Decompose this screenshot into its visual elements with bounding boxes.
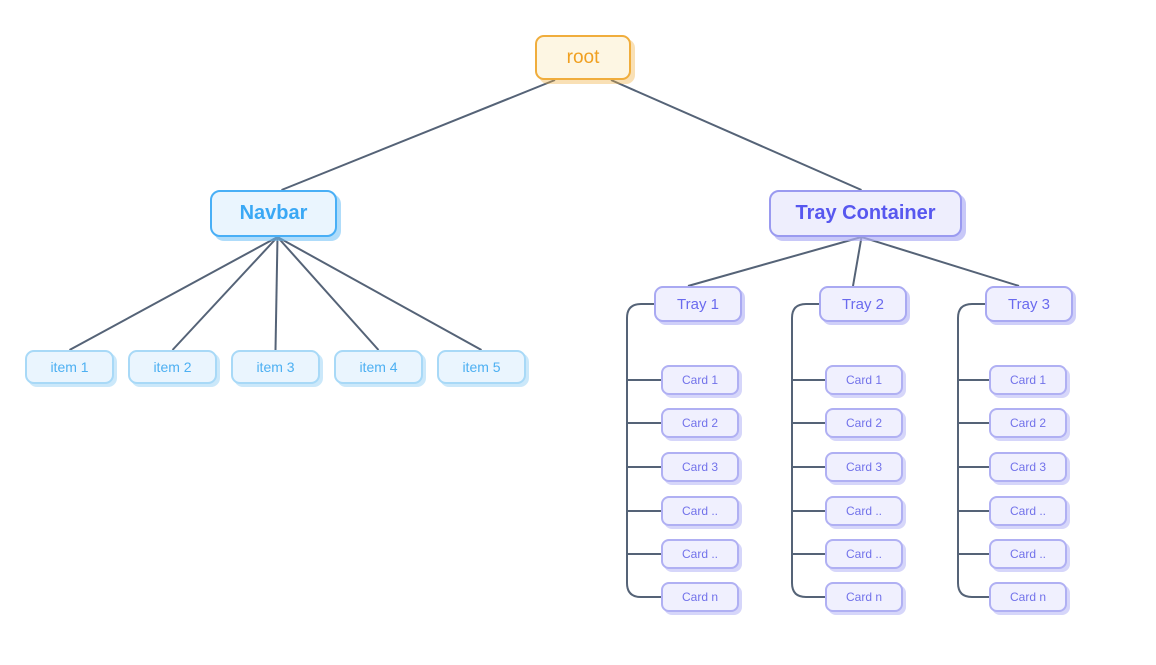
node-tray-3-card-6[interactable]: Card n: [989, 582, 1067, 612]
edge-navbar-to-item-3: [274, 236, 279, 351]
node-navbar-item-3[interactable]: item 3: [231, 350, 320, 384]
node-tray-1-card-3[interactable]: Card 3: [661, 452, 739, 482]
node-tray-1[interactable]: Tray 1: [654, 286, 742, 322]
node-tray-2[interactable]: Tray 2: [819, 286, 907, 322]
node-tray-2-card-1[interactable]: Card 1: [825, 365, 903, 395]
node-tray-2-card-4[interactable]: Card ..: [825, 496, 903, 526]
node-tray-3-card-3[interactable]: Card 3: [989, 452, 1067, 482]
edge-navbar-to-item-4: [276, 236, 380, 351]
node-tray-2-card-3[interactable]: Card 3: [825, 452, 903, 482]
edge-navbar-to-item-1: [69, 236, 278, 351]
edge-navbar-to-item-5: [277, 236, 482, 351]
edge-tray-1-trunk: [626, 303, 661, 598]
node-tray-container[interactable]: Tray Container: [769, 190, 962, 237]
node-root[interactable]: root: [535, 35, 631, 80]
edge-root-to-tray-container: [610, 79, 862, 191]
node-navbar-item-5[interactable]: item 5: [437, 350, 526, 384]
edge-tray-container-to-tray-1: [687, 236, 862, 287]
node-navbar[interactable]: Navbar: [210, 190, 337, 237]
node-tray-2-card-6[interactable]: Card n: [825, 582, 903, 612]
node-tray-3[interactable]: Tray 3: [985, 286, 1073, 322]
node-navbar-item-4[interactable]: item 4: [334, 350, 423, 384]
node-tray-2-card-5[interactable]: Card ..: [825, 539, 903, 569]
node-navbar-item-1[interactable]: item 1: [25, 350, 114, 384]
node-tray-1-card-5[interactable]: Card ..: [661, 539, 739, 569]
node-tray-1-card-1[interactable]: Card 1: [661, 365, 739, 395]
node-tray-3-card-4[interactable]: Card ..: [989, 496, 1067, 526]
node-tray-3-card-1[interactable]: Card 1: [989, 365, 1067, 395]
node-tray-2-card-2[interactable]: Card 2: [825, 408, 903, 438]
node-tray-3-card-5[interactable]: Card ..: [989, 539, 1067, 569]
edge-navbar-to-item-2: [171, 236, 279, 351]
node-tray-1-card-4[interactable]: Card ..: [661, 496, 739, 526]
edge-tray-3-trunk: [957, 303, 989, 598]
node-navbar-item-2[interactable]: item 2: [128, 350, 217, 384]
edge-tray-2-trunk: [791, 303, 825, 598]
edge-tray-container-to-tray-2: [852, 236, 863, 287]
node-tray-1-card-6[interactable]: Card n: [661, 582, 739, 612]
edge-root-to-navbar: [281, 79, 556, 191]
node-tray-1-card-2[interactable]: Card 2: [661, 408, 739, 438]
node-tray-3-card-2[interactable]: Card 2: [989, 408, 1067, 438]
edge-tray-container-to-tray-3: [861, 236, 1020, 287]
